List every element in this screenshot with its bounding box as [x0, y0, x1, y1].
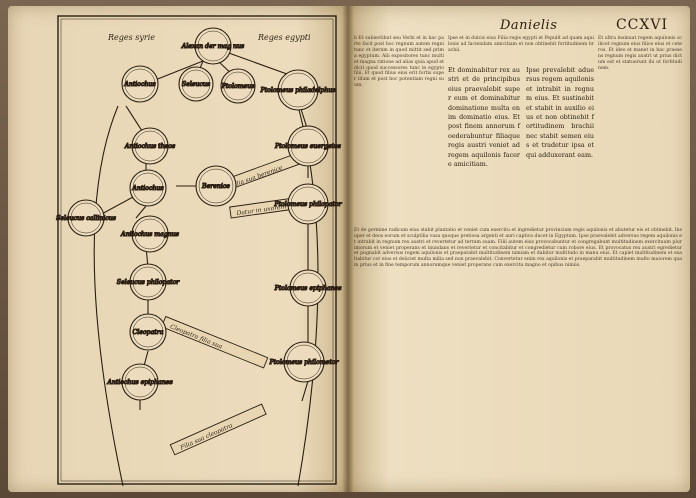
scripture-column-1: Et dominabitur rex austri et de principi…	[448, 66, 520, 169]
bubble-ant1: Antiochus	[121, 65, 159, 103]
bubble-label: Ptolomeus philadelphus	[259, 87, 335, 94]
bubble-label: Cleopatra	[133, 329, 164, 336]
succession-diagram: Reges syrie Reges egypti	[56, 15, 343, 487]
bubble-label: Alexan der mag nus	[181, 43, 244, 50]
gloss-column-left: b Et subiectibut seu Verbi et in hac par…	[354, 36, 444, 89]
bubble-ptol6: Ptolomeus philometor	[268, 341, 340, 383]
bubble-ptol3: Ptolomeus euergetes	[273, 125, 342, 167]
bubble-label: Antiochus theos	[124, 143, 175, 150]
bubble-sel1: Seleucus	[178, 66, 214, 102]
folio-number: CCXVI	[615, 17, 668, 33]
running-head: Danielis CCXVI	[388, 17, 674, 36]
bubble-ant4: Antiochus magnus	[120, 215, 179, 253]
bubble-sel2: Seleucus callinicus	[56, 199, 116, 237]
scripture-column-2: Ipse prevalebit aduersus regem aquilonis…	[526, 66, 594, 159]
left-page: Reges syrie Reges egypti	[8, 6, 348, 492]
band-4: Filia sua cleopatra	[169, 403, 267, 456]
bubble-sel3: Seleucus philopator	[116, 263, 181, 301]
bubble-top: Alexan der mag nus	[180, 27, 245, 65]
bubble-label: Seleucus	[182, 81, 210, 88]
bubble-label: Antiochus magnus	[120, 231, 179, 238]
book-gutter	[342, 6, 354, 492]
diagram-frame-inner	[60, 18, 334, 482]
bubble-ptol1: Ptolomeus	[220, 68, 256, 104]
bubble-ptol2: Ptolomeus philadelphus	[259, 69, 336, 111]
bubble-label: Antiochus	[123, 81, 155, 88]
running-title: Danielis	[500, 18, 558, 33]
bubble-ant5: Antiochus epiphanes	[106, 363, 173, 401]
header-right: Reges egypti	[257, 33, 311, 42]
bubble-cleo: Cleopatra	[129, 313, 167, 351]
bubble-ptol5: Ptolomeus epiphanes	[273, 269, 342, 307]
header-left: Reges syrie	[107, 33, 155, 42]
bubble-label: Ptolomeus euergetes	[274, 143, 341, 150]
bubble-label: Seleucus philopator	[117, 279, 181, 286]
bubble-label: Seleucus callinicus	[56, 215, 116, 222]
bubble-label: Ptolomeus	[221, 83, 255, 90]
bubble-label: Ptolomeus philometor	[268, 359, 339, 366]
gloss-column-top: Ipse et in dulcis eius Filia regis egypt…	[448, 36, 594, 53]
bubble-label: Ptolomeus epiphanes	[274, 285, 342, 292]
bubble-label: Berenice	[201, 183, 230, 190]
bubble-ant3: Antiochus	[129, 169, 167, 207]
bubble-ber: Berenice	[195, 165, 237, 207]
band-3: Cleopatra filia sua	[161, 315, 269, 369]
bubble-ant2: Antiochus theos	[123, 127, 176, 165]
right-page: Danielis CCXVI b Et subiectibut seu Verb…	[348, 6, 690, 492]
connector-lines	[93, 51, 319, 487]
diagram-frame	[57, 15, 337, 485]
bubble-ptol4: Ptolomeus philopator	[273, 183, 343, 225]
bubble-label: Ptolomeus philopator	[273, 201, 342, 208]
bubble-label: Antiochus epiphanes	[106, 379, 172, 386]
gloss-column-right: Et ultra insinuat regem aquilonis scilic…	[598, 36, 682, 71]
commentary-block: Et de germine radicum eius stabit planta…	[354, 228, 682, 269]
bubble-label: Antiochus	[131, 185, 163, 192]
